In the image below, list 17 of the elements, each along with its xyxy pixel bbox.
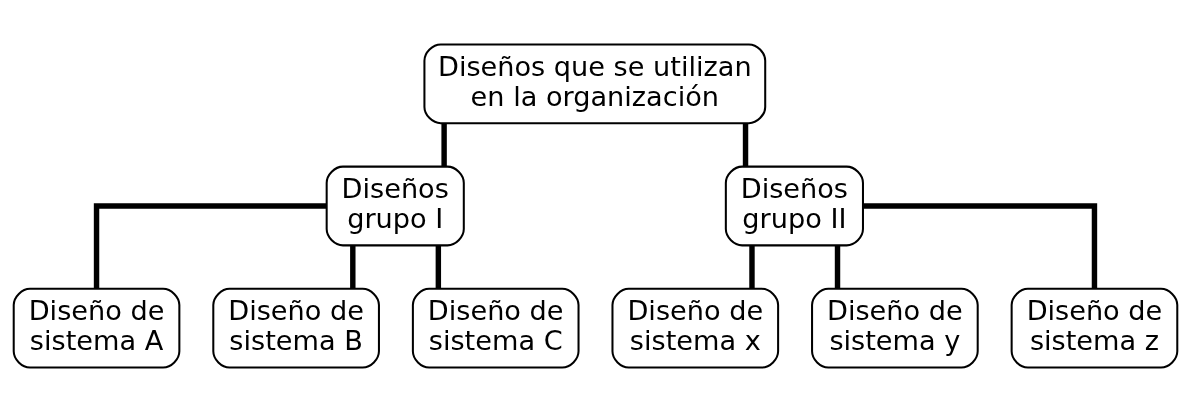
node-box: Diseño de sistema z — [1010, 287, 1179, 369]
connector — [441, 123, 447, 166]
connector — [435, 245, 442, 288]
connector — [93, 202, 327, 288]
connector — [749, 245, 755, 288]
node-box: Diseño de sistema A — [12, 287, 181, 369]
node-box: Diseños que se utilizan en la organización — [423, 42, 767, 124]
connector — [863, 202, 1098, 288]
node-box: Diseño de sistema B — [212, 287, 380, 369]
node-box: Diseños grupo I — [325, 165, 465, 246]
node-box: Diseño de sistema y — [811, 287, 979, 369]
node-box: Diseño de sistema C — [411, 287, 580, 369]
connector — [350, 245, 356, 288]
connector — [742, 123, 749, 166]
connector — [834, 245, 841, 288]
node-box: Diseño de sistema x — [611, 287, 780, 369]
node-box: Diseños grupo II — [724, 165, 864, 246]
